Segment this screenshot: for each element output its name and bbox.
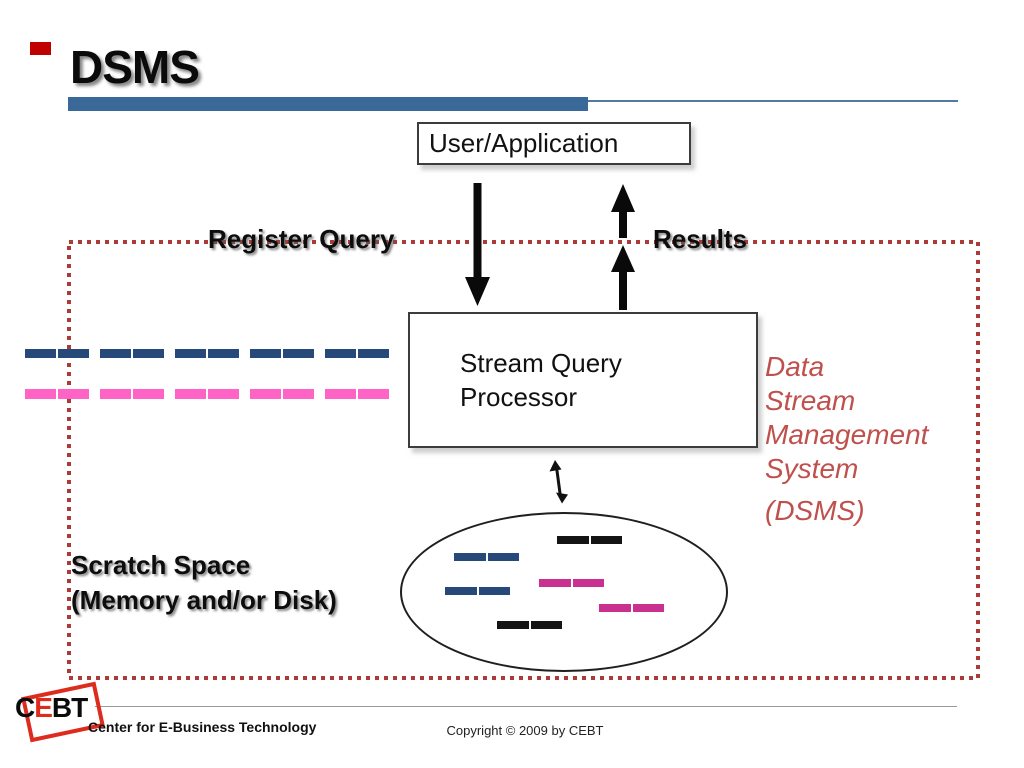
corner-accent-mark	[30, 42, 51, 55]
stream-dash	[325, 349, 389, 358]
tuple-dash	[497, 621, 562, 629]
copyright-text: Copyright © 2009 by CEBT	[446, 723, 604, 738]
stream-dash	[100, 389, 164, 399]
scratch-space-label: Scratch Space (Memory and/or Disk)	[71, 548, 337, 618]
stream-dash	[250, 349, 314, 358]
scratch-space-line1: Scratch Space	[71, 550, 251, 580]
tuple-dash	[445, 587, 510, 595]
dsms-caption-line: System	[765, 453, 859, 484]
stream-query-processor-box: Stream Query Processor	[408, 312, 758, 448]
results-up-arrow-lower	[611, 245, 635, 310]
cebt-logo-e: E	[34, 692, 53, 723]
tuple-dash	[557, 536, 622, 544]
stream-dash	[25, 349, 89, 358]
dsms-caption: Data Stream Management System (DSMS)	[765, 350, 928, 528]
sqp-scratch-double-arrow	[549, 460, 568, 504]
title-accent-bar	[68, 97, 588, 111]
dsms-caption-line: Management	[765, 419, 929, 450]
cebt-logo-bt: BT	[51, 692, 88, 723]
cebt-logo: CEBT	[15, 692, 88, 724]
sqp-label-line1: Stream Query	[460, 348, 622, 378]
dsms-caption-line: Stream	[765, 385, 856, 416]
page-title: DSMS	[70, 41, 200, 93]
scratch-space-line2: (Memory and/or Disk)	[71, 585, 337, 615]
tuple-dash	[454, 553, 519, 561]
stream-dash	[175, 349, 239, 358]
register-query-label: Register Query	[208, 224, 395, 254]
title-accent-line	[588, 100, 958, 102]
register-query-down-arrow	[465, 183, 490, 306]
user-application-box: User/Application	[417, 122, 691, 165]
cebt-logo-subtitle: Center for E-Business Technology	[88, 719, 317, 735]
footer-divider-line	[95, 706, 957, 707]
user-application-label: User/Application	[429, 128, 619, 158]
dsms-caption-line: Data	[765, 351, 825, 382]
results-up-arrow-upper	[611, 184, 635, 238]
stream-dash	[25, 389, 89, 399]
cebt-logo-c: C	[15, 692, 35, 723]
stream-dash	[175, 389, 239, 399]
sqp-label-line2: Processor	[460, 382, 578, 412]
stream-dash	[100, 349, 164, 358]
stream-dash	[250, 389, 314, 399]
stream-dash	[325, 389, 389, 399]
tuple-dash	[599, 604, 664, 612]
results-label: Results	[653, 224, 747, 254]
tuple-dash	[539, 579, 604, 587]
dsms-caption-line: (DSMS)	[765, 495, 865, 526]
